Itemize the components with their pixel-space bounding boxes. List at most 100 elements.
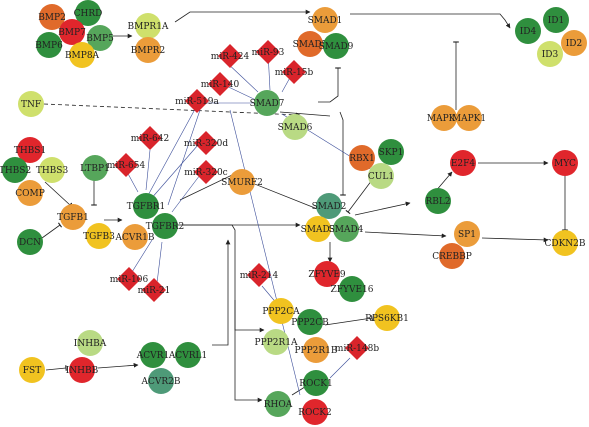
gene-node-ppp2r1b[interactable]: PPP2R1B — [294, 337, 338, 363]
gene-node-smad7[interactable]: SMAD7 — [250, 90, 285, 116]
gene-node-id2[interactable]: ID2 — [561, 30, 587, 56]
gene-node-inhba[interactable]: INHBA — [74, 330, 107, 356]
gene-node-bmpr1a[interactable]: BMPR1A — [128, 13, 169, 39]
gene-node-zfyve16[interactable]: ZFYVE16 — [331, 276, 374, 302]
mirna-diamond — [138, 126, 162, 150]
gene-node-circle — [39, 4, 65, 30]
gene-node-dcn[interactable]: DCN — [17, 229, 43, 255]
gene-node-tgfb1[interactable]: TGFB1 — [57, 204, 89, 230]
gene-node-rock2[interactable]: ROCK2 — [298, 399, 332, 425]
gene-node-label: ID3 — [542, 50, 559, 60]
gene-node-zfyve9[interactable]: ZFYVE9 — [308, 261, 346, 287]
gene-node-comp[interactable]: COMP — [15, 180, 45, 206]
mirna-node-mir-148b[interactable]: miR-148b — [335, 336, 379, 360]
gene-node-label: SMAD4 — [329, 225, 364, 235]
gene-node-id4[interactable]: ID4 — [515, 18, 541, 44]
mirna-diamond — [117, 267, 141, 291]
gene-node-mapk3[interactable]: MAPK3 — [427, 105, 461, 131]
gene-node-cdkn2b[interactable]: CDKN2B — [544, 230, 586, 256]
mirna-label: miR-140 — [201, 80, 240, 90]
gene-node-crebbp[interactable]: CREBBP — [432, 243, 472, 269]
gene-node-label: CHRD — [74, 9, 103, 19]
gene-node-cul1[interactable]: CUL1 — [368, 163, 394, 189]
gene-node-bmp2[interactable]: BMP2 — [38, 4, 66, 30]
gene-node-tnf[interactable]: TNF — [18, 91, 44, 117]
gene-node-thbs2[interactable]: THBS2 — [0, 157, 31, 183]
gene-node-inhbb[interactable]: INHBB — [66, 357, 99, 383]
gene-node-tgfb3[interactable]: TGFB3 — [83, 223, 115, 249]
gene-node-bmp8a[interactable]: BMP8A — [65, 42, 100, 68]
mirna-node-mir-320d[interactable]: miR-320d — [184, 131, 228, 155]
edge-mir320c-tgfbr2 — [171, 174, 201, 213]
gene-node-id1[interactable]: ID1 — [543, 7, 569, 33]
gene-node-myc[interactable]: MYC — [552, 150, 578, 176]
gene-node-rbl2[interactable]: RBL2 — [425, 188, 451, 214]
mirna-node-mir-519a[interactable]: miR-519a — [175, 89, 220, 113]
gene-node-acvr1[interactable]: ACVR1 — [136, 342, 169, 368]
gene-node-smad6[interactable]: SMAD6 — [278, 114, 313, 140]
gene-node-rhoa[interactable]: RHOA — [264, 391, 293, 417]
gene-node-ppp2cb[interactable]: PPP2CB — [291, 309, 329, 335]
gene-node-smad2[interactable]: SMAD2 — [312, 193, 347, 219]
gene-node-fst[interactable]: FST — [19, 357, 45, 383]
gene-node-circle — [59, 19, 85, 45]
mirna-node-mir-214[interactable]: miR-214 — [240, 263, 279, 287]
gene-node-acvr2b[interactable]: ACVR2B — [140, 368, 181, 394]
gene-node-skp1[interactable]: SKP1 — [378, 139, 404, 165]
gene-node-smad1[interactable]: SMAD1 — [308, 7, 343, 33]
gene-node-circle — [60, 204, 86, 230]
gene-node-tgfbr2[interactable]: TGFBR2 — [146, 213, 185, 239]
gene-node-ppp2ca[interactable]: PPP2CA — [262, 298, 300, 324]
mirna-node-mir-424[interactable]: miR-424 — [211, 44, 250, 68]
gene-node-chrd[interactable]: CHRD — [74, 0, 103, 26]
gene-node-sp1[interactable]: SP1 — [454, 221, 480, 247]
gene-node-rbx1[interactable]: RBX1 — [349, 145, 375, 171]
gene-node-bmpr2[interactable]: BMPR2 — [131, 37, 165, 63]
gene-node-label: PPP2CA — [262, 307, 300, 317]
gene-node-smad3[interactable]: SMAD3 — [301, 216, 336, 242]
gene-node-smurf2[interactable]: SMURF2 — [221, 169, 263, 195]
gene-node-mapk1[interactable]: MAPK1 — [452, 105, 486, 131]
mirna-node-mir-106[interactable]: miR-106 — [110, 267, 149, 291]
gene-node-label: BMP6 — [35, 41, 63, 51]
gene-node-label: TGFB1 — [57, 213, 89, 223]
mirna-node-mir-15b[interactable]: miR-15b — [275, 60, 314, 84]
gene-node-id3[interactable]: ID3 — [537, 41, 563, 67]
gene-node-e2f4[interactable]: E2F4 — [450, 150, 476, 176]
mirna-node-mir-140[interactable]: miR-140 — [201, 72, 240, 96]
mirna-node-mir-642[interactable]: miR-642 — [131, 126, 169, 150]
mirna-node-mir-93[interactable]: miR-93 — [252, 40, 285, 64]
mirna-node-mir-320c[interactable]: miR-320c — [184, 160, 228, 184]
gene-node-rock1[interactable]: ROCK1 — [299, 370, 333, 396]
gene-node-bmp6[interactable]: BMP6 — [35, 32, 63, 58]
gene-node-thbs3[interactable]: THBS3 — [36, 157, 69, 183]
gene-node-label: ID1 — [548, 16, 565, 26]
mirna-node-mir-21[interactable]: miR-21 — [138, 278, 171, 302]
gene-node-thbs1[interactable]: THBS1 — [14, 137, 46, 163]
gene-node-ltbp1[interactable]: LTBP1 — [80, 155, 110, 181]
gene-node-label: PPP2R1B — [294, 346, 337, 356]
mirna-label: miR-21 — [138, 286, 171, 296]
gene-node-label: E2F4 — [451, 159, 476, 169]
gene-node-label: SMAD9 — [319, 42, 354, 52]
gene-node-smad4[interactable]: SMAD4 — [329, 216, 364, 242]
mirna-diamond — [194, 160, 218, 184]
gene-node-circle — [122, 224, 148, 250]
gene-node-tgfbr1[interactable]: TGFBR1 — [127, 193, 166, 219]
gene-node-circle — [456, 105, 482, 131]
gene-node-bmp7[interactable]: BMP7 — [58, 19, 86, 45]
gene-node-acvrl1[interactable]: ACVRL1 — [168, 342, 207, 368]
gene-node-rps6kb1[interactable]: RPS6KB1 — [365, 305, 409, 331]
gene-node-circle — [303, 337, 329, 363]
gene-node-circle — [229, 169, 255, 195]
gene-node-ppp2r1a[interactable]: PPP2R1A — [255, 329, 298, 355]
gene-node-circle — [543, 7, 569, 33]
gene-node-smad5[interactable]: SMAD5 — [293, 31, 328, 57]
gene-node-acvr1b[interactable]: ACVR1B — [114, 224, 155, 250]
gene-node-label: RBX1 — [349, 154, 375, 164]
gene-node-bmp5[interactable]: BMP5 — [86, 25, 114, 51]
mirna-node-mir-654[interactable]: miR-654 — [107, 153, 146, 177]
gene-node-smad9[interactable]: SMAD9 — [319, 33, 354, 59]
gene-node-circle — [2, 157, 28, 183]
